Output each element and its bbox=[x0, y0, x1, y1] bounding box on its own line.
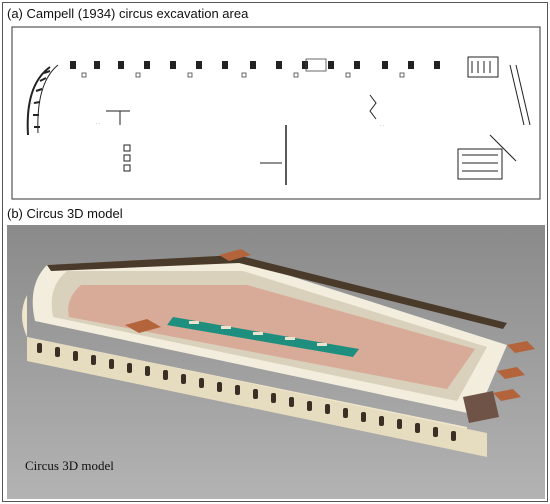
svg-text:· · ·: · · · bbox=[28, 101, 34, 106]
svg-text:· ·: · · bbox=[380, 123, 384, 128]
model-label: Circus 3D model bbox=[25, 458, 114, 473]
caption-b: (b) Circus 3D model bbox=[7, 206, 123, 221]
excavation-plan-drawing: · · · · · · · bbox=[10, 25, 542, 201]
caption-a: (a) Campell (1934) circus excavation are… bbox=[7, 6, 249, 21]
circus-3d-model-render bbox=[7, 225, 545, 499]
svg-text:· ·: · · bbox=[96, 121, 100, 126]
